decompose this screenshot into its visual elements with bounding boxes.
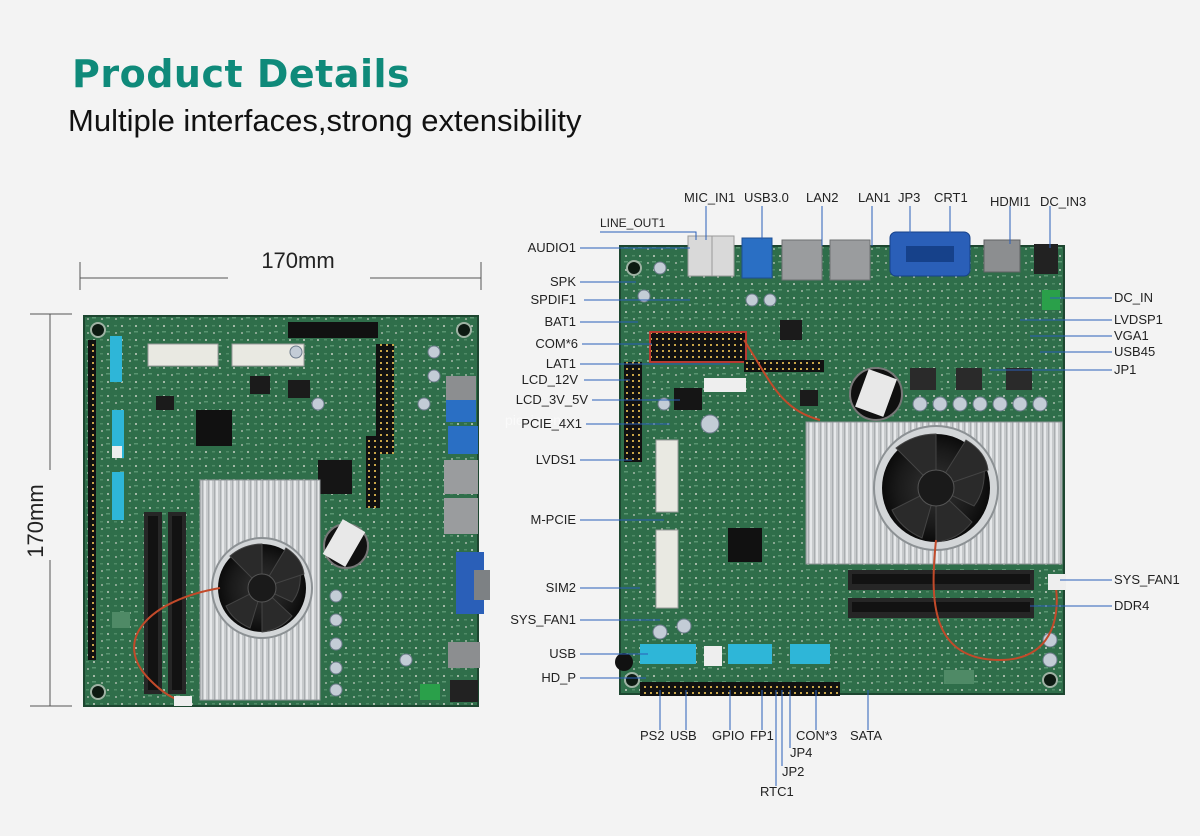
label-pcie-4x1: PCIE_4X1 (521, 416, 582, 431)
label-sim2: SIM2 (545, 580, 576, 595)
width-dimension-label: 170mm (261, 248, 335, 273)
height-dimension-label: 170mm (23, 484, 48, 558)
label-lan1: LAN1 (858, 190, 891, 205)
label-dc-in: DC_IN (1114, 290, 1154, 305)
label-fp1: FP1 (750, 728, 774, 743)
label-lcd-3v-5v: LCD_3V_5V (515, 392, 588, 407)
label-line-out1: LINE_OUT1 (600, 216, 666, 230)
label-m-pcie: M-PCIE (530, 512, 577, 527)
label-gpio: GPIO (712, 728, 745, 743)
callout-lines (580, 206, 1112, 786)
label-audio1: AUDIO1 (527, 240, 576, 255)
left-board (83, 315, 490, 707)
label-com6: COM*6 (535, 336, 578, 351)
right-board (615, 231, 1066, 696)
label-jp1: JP1 (1114, 362, 1137, 377)
label-sys-fan1-right: SYS_FAN1 (1114, 572, 1180, 587)
label-dc-in3: DC_IN3 (1040, 194, 1087, 209)
width-dimension-line (79, 262, 482, 290)
label-sys-fan1-left: SYS_FAN1 (510, 612, 576, 627)
label-rtc1: RTC1 (760, 784, 794, 799)
label-jp4: JP4 (790, 745, 813, 760)
label-usb45: USB45 (1114, 344, 1156, 359)
label-crt1: CRT1 (934, 190, 968, 205)
label-lvdsp1: LVDSP1 (1114, 312, 1163, 327)
label-ddr4: DDR4 (1114, 598, 1150, 613)
label-hd-p: HD_P (541, 670, 576, 685)
label-sata: SATA (850, 728, 883, 743)
label-spdif1: SPDIF1 (530, 292, 576, 307)
label-usb30: USB3.0 (744, 190, 789, 205)
label-bat1: BAT1 (544, 314, 576, 329)
label-lat1: LAT1 (545, 356, 576, 371)
label-vga1: VGA1 (1114, 328, 1149, 343)
label-lvds1: LVDS1 (535, 452, 576, 467)
page-title: Product Details (72, 52, 411, 96)
label-jp3: JP3 (898, 190, 921, 205)
height-dimension-line (30, 313, 72, 707)
label-usb-left: USB (549, 646, 576, 661)
label-usb-bottom: USB (670, 728, 697, 743)
label-ps2: PS2 (640, 728, 665, 743)
label-lan2: LAN2 (806, 190, 839, 205)
label-spk: SPK (549, 274, 576, 289)
label-jp2: JP2 (782, 764, 805, 779)
label-con3: CON*3 (796, 728, 838, 743)
label-mic-in1: MIC_IN1 (684, 190, 736, 205)
label-lcd-12v: LCD_12V (521, 372, 578, 387)
watermark-text: piesia.en (505, 412, 562, 428)
label-hdmi1: HDMI1 (990, 194, 1031, 209)
page-subtitle: Multiple interfaces,strong extensibility (68, 103, 582, 138)
